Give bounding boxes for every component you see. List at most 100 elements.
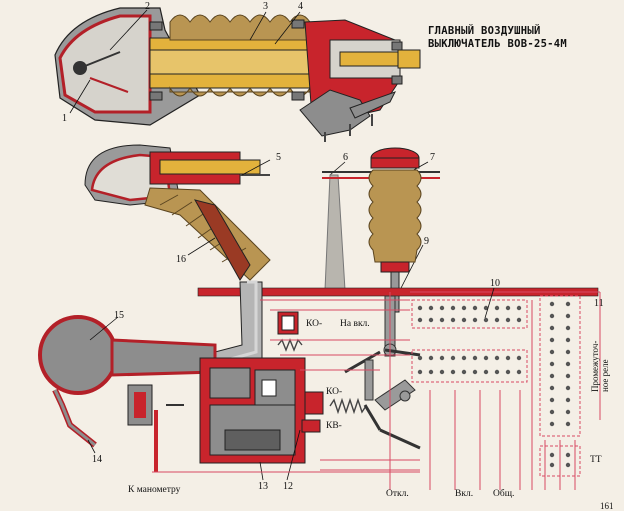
relay-block [411,295,581,477]
relay-contact [483,355,489,361]
relay-contact [516,305,522,311]
label-otkl: Откл. [386,489,409,499]
relay-contact [565,462,571,468]
label-12: 12 [283,481,293,492]
label-vkl: Вкл. [455,489,473,499]
relay-contact [428,305,434,311]
relay-contact [483,305,489,311]
relay-contact [516,317,522,323]
valve-block [127,357,306,464]
relay-contact [516,369,522,375]
label-ko-mid: КО- [326,387,342,397]
label-obshch: Общ. [493,488,514,499]
relay-contact [549,409,555,415]
relay-contact [505,317,511,323]
relay-contact [505,369,511,375]
relay-contact [450,369,456,375]
label-13: 13 [258,481,268,492]
relay-contact [417,355,423,361]
relay-contact [450,305,456,311]
label-14: 14 [92,454,102,465]
relay-contact [439,305,445,311]
label-9: 9 [424,236,429,247]
page-number: 161 [600,501,614,511]
relay-contact [450,355,456,361]
disconnector-assembly [322,147,440,313]
title-line-2: ВЫКЛЮЧАТЕЛЬ ВОВ-25-4М [428,38,567,50]
relay-contact [565,313,571,319]
relay-contact [549,397,555,403]
relay-contact [472,355,478,361]
relay-contact [472,317,478,323]
title-line-1: ГЛАВНЫЙ ВОЗДУШНЫЙ [428,24,541,37]
label-10: 10 [490,278,500,289]
relay-contact [549,337,555,343]
relay-contact [565,409,571,415]
relay-contact [483,317,489,323]
relay-contact [549,301,555,307]
relay-contact [461,355,467,361]
label-relay-line2: ное реле [600,359,610,392]
relay-contact [565,385,571,391]
relay-contact [461,369,467,375]
relay-contact [549,361,555,367]
relay-contact [494,369,500,375]
relay-label-group: Промежуточ- ное реле [590,341,610,392]
label-11: 11 [594,298,604,309]
label-6: 6 [343,152,348,163]
coil-valves [277,311,367,433]
label-15: 15 [114,310,124,321]
relay-contact [494,317,500,323]
pneumatic-system [38,280,263,448]
relay-contact [428,369,434,375]
label-k-manometru: К манометру [128,485,181,495]
main-breaker-top-assembly [54,7,421,142]
relay-contact [549,313,555,319]
left-head-assembly [84,144,271,281]
label-4: 4 [298,1,303,12]
relay-contact [428,317,434,323]
relay-contact [565,361,571,367]
relay-contact [494,355,500,361]
relay-contact [461,305,467,311]
relay-contact [450,317,456,323]
relay-contact [565,349,571,355]
relay-contact [472,305,478,311]
label-1: 1 [62,113,67,124]
label-3: 3 [263,1,268,12]
label-7: 7 [430,152,435,163]
label-kv: КВ- [326,421,342,431]
relay-contact [494,305,500,311]
relay-contact [417,305,423,311]
relay-contact [483,369,489,375]
relay-contact [439,355,445,361]
relay-contact [565,421,571,427]
relay-contact [439,369,445,375]
relay-contact [516,355,522,361]
relay-contact [549,462,555,468]
relay-contact [565,397,571,403]
relay-contacts [417,301,571,468]
relay-contact [439,317,445,323]
relay-contact [549,421,555,427]
relay-contact [417,317,423,323]
relay-contact [549,373,555,379]
leader-lines-top [69,9,301,114]
label-na-vkl: На вкл. [340,319,370,329]
relay-contact [565,301,571,307]
label-2: 2 [145,1,150,12]
relay-contact [472,369,478,375]
control-wires [152,291,601,490]
relay-contact [565,325,571,331]
label-relay-line1: Промежуточ- [590,341,600,392]
relay-contact [428,355,434,361]
label-ko-top: КО- [306,319,322,329]
relay-contact [549,452,555,458]
relay-contact [565,452,571,458]
relay-contact [565,373,571,379]
relay-contact [505,305,511,311]
relay-contact [565,337,571,343]
relay-contact [549,349,555,355]
